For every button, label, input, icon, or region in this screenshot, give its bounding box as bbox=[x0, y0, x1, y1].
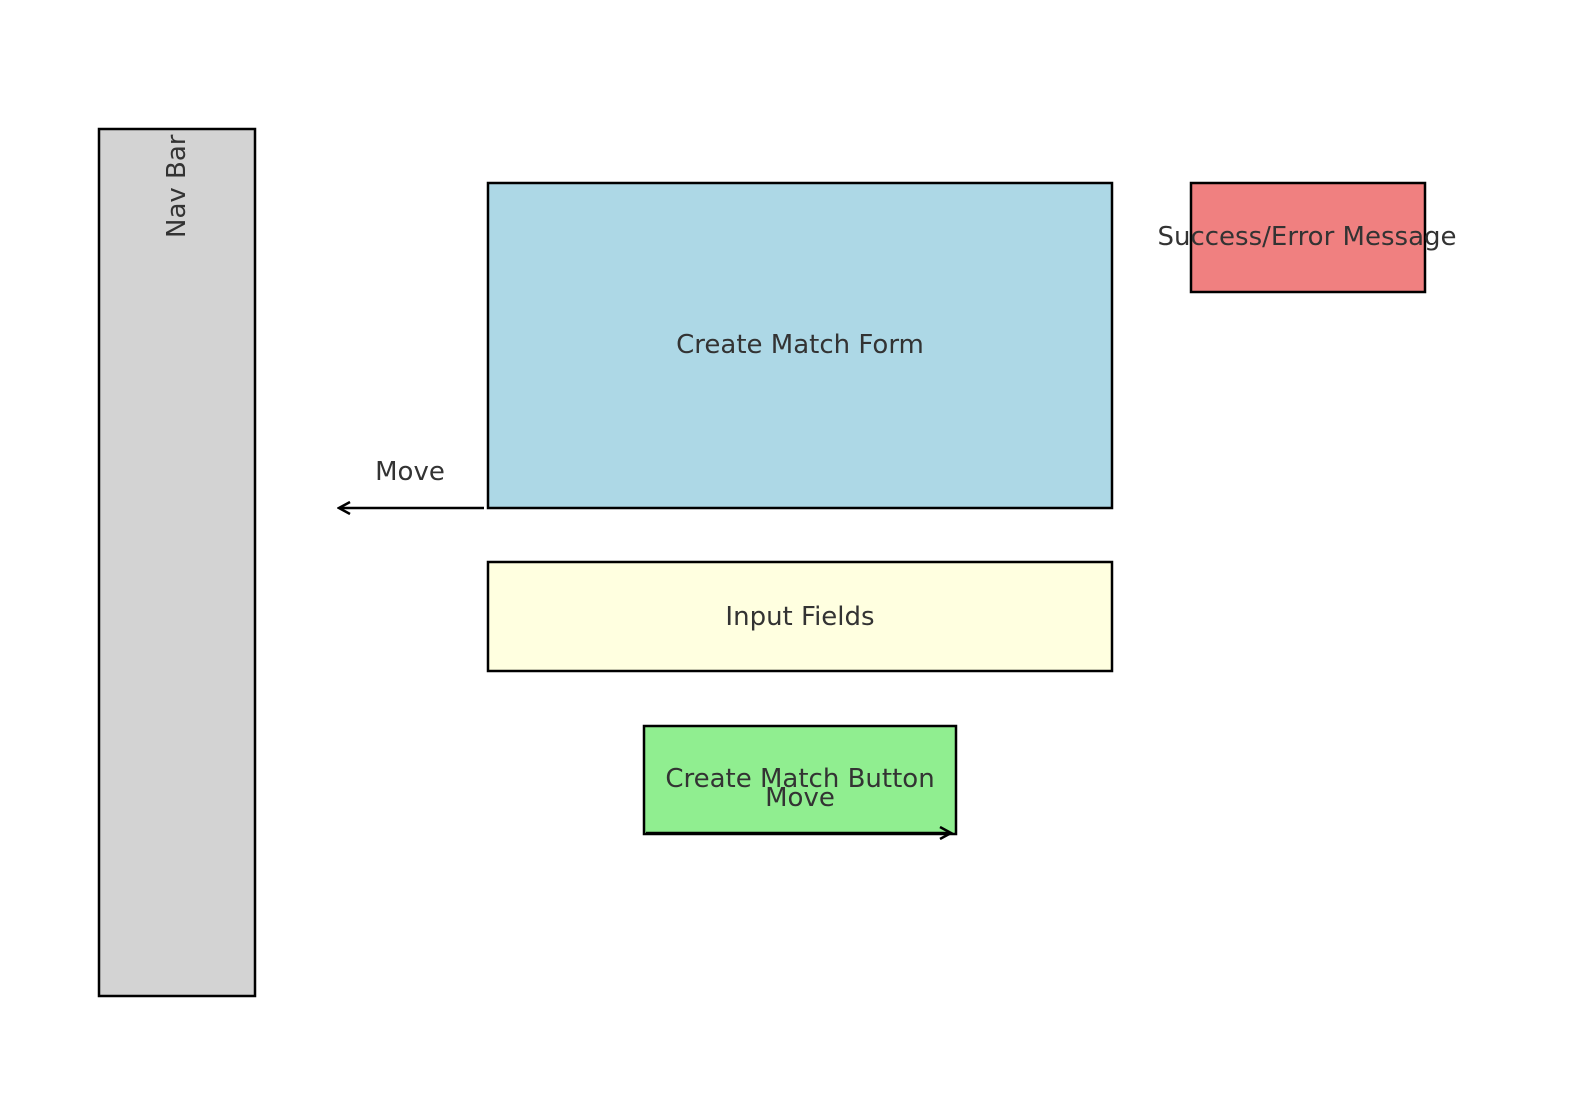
form-move-arrow: Move bbox=[340, 457, 484, 508]
create-match-button-label: Create Match Button bbox=[665, 764, 934, 794]
create-match-button-box bbox=[642, 724, 958, 836]
message-box bbox=[1189, 181, 1427, 294]
nav-bar-box bbox=[97, 127, 257, 998]
create-match-form-label: Create Match Form bbox=[676, 330, 924, 360]
button-move-arrow-label: Move bbox=[765, 783, 835, 813]
button-move-arrow: Move bbox=[646, 783, 950, 833]
message-node: Success/Error Message bbox=[1157, 181, 1457, 294]
message-label: Success/Error Message bbox=[1157, 222, 1456, 252]
input-fields-box bbox=[486, 560, 1114, 673]
create-match-button-node: Create Match Button bbox=[642, 724, 958, 836]
form-move-arrow-label: Move bbox=[375, 457, 445, 487]
create-match-form-node: Create Match Form bbox=[486, 181, 1114, 510]
input-fields-label: Input Fields bbox=[725, 602, 874, 632]
nav-bar-node: Nav Bar bbox=[97, 127, 257, 998]
create-match-form-box bbox=[486, 181, 1114, 510]
input-fields-node: Input Fields bbox=[486, 560, 1114, 673]
nav-bar-label: Nav Bar bbox=[162, 134, 192, 238]
